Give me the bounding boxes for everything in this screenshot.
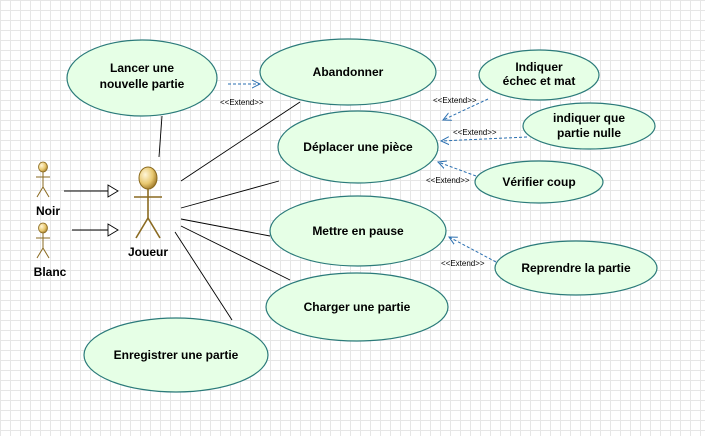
use-case-label: Mettre en pause <box>312 224 404 238</box>
use-case-mettre-en-pause[interactable]: Mettre en pause <box>269 195 447 267</box>
actor-head-icon <box>38 161 48 173</box>
use-case-abandonner[interactable]: Abandonner <box>259 38 437 106</box>
extend-arrow-nulle-deplacer <box>441 137 528 141</box>
use-case-enregistrer-partie[interactable]: Enregistrer une partie <box>83 317 269 393</box>
use-case-reprendre-partie[interactable]: Reprendre la partie <box>494 240 658 296</box>
extend-arrow-verifier-deplacer <box>438 162 477 177</box>
actor-blanc[interactable]: Blanc <box>34 222 67 279</box>
use-case-label: Reprendre la partie <box>521 261 631 275</box>
extend-label: <<Extend>> <box>441 259 485 268</box>
extend-label: <<Extend>> <box>426 176 470 185</box>
actor-body-icon <box>36 172 50 198</box>
use-case-label: Enregistrer une partie <box>114 348 239 362</box>
use-case-echec-et-mat[interactable]: Indiquer échec et mat <box>478 49 600 101</box>
assoc-charger <box>180 225 291 281</box>
extend-label: <<Extend>> <box>220 98 264 107</box>
extend-label: <<Extend>> <box>433 96 477 105</box>
use-case-label: Charger une partie <box>304 300 411 314</box>
use-case-partie-nulle[interactable]: indiquer que partie nulle <box>522 102 656 150</box>
actor-label-joueur: Joueur <box>128 245 168 259</box>
extend-label: <<Extend>> <box>453 128 497 137</box>
actor-noir[interactable]: Noir <box>36 161 60 218</box>
extend-arrow-reprendre-pause <box>449 237 497 263</box>
use-case-verifier-coup[interactable]: Vérifier coup <box>474 160 604 204</box>
assoc-abandonner <box>180 101 301 182</box>
actor-joueur[interactable]: Joueur <box>128 166 168 259</box>
actor-head-icon <box>38 222 48 234</box>
use-case-lancer-partie[interactable]: Lancer une nouvelle partie <box>66 39 218 117</box>
use-case-label: Vérifier coup <box>502 175 575 189</box>
extend-arrow-echec-deplacer <box>443 98 489 120</box>
actor-label-noir: Noir <box>36 204 60 218</box>
generalization-noir <box>64 184 119 198</box>
use-case-deplacer-piece[interactable]: Déplacer une pièce <box>277 110 439 184</box>
use-case-label: Déplacer une pièce <box>303 140 413 154</box>
assoc-deplacer <box>180 180 280 209</box>
assoc-enregistrer <box>174 231 233 321</box>
assoc-lancer <box>158 115 163 158</box>
use-case-label: partie nulle <box>557 126 621 140</box>
use-case-charger-partie[interactable]: Charger une partie <box>265 272 449 342</box>
use-case-label: Lancer une <box>110 61 174 75</box>
use-case-label: nouvelle partie <box>100 77 185 91</box>
use-case-label: Abandonner <box>313 65 384 79</box>
actor-label-blanc: Blanc <box>34 265 67 279</box>
actor-head-icon <box>138 166 158 190</box>
use-case-label: échec et mat <box>503 74 576 88</box>
generalization-blanc <box>72 223 119 237</box>
actor-body-icon <box>36 233 50 259</box>
use-case-label: indiquer que <box>553 111 625 125</box>
actor-body-icon <box>134 189 162 239</box>
use-case-label: Indiquer <box>515 60 563 74</box>
assoc-pause <box>180 218 271 237</box>
